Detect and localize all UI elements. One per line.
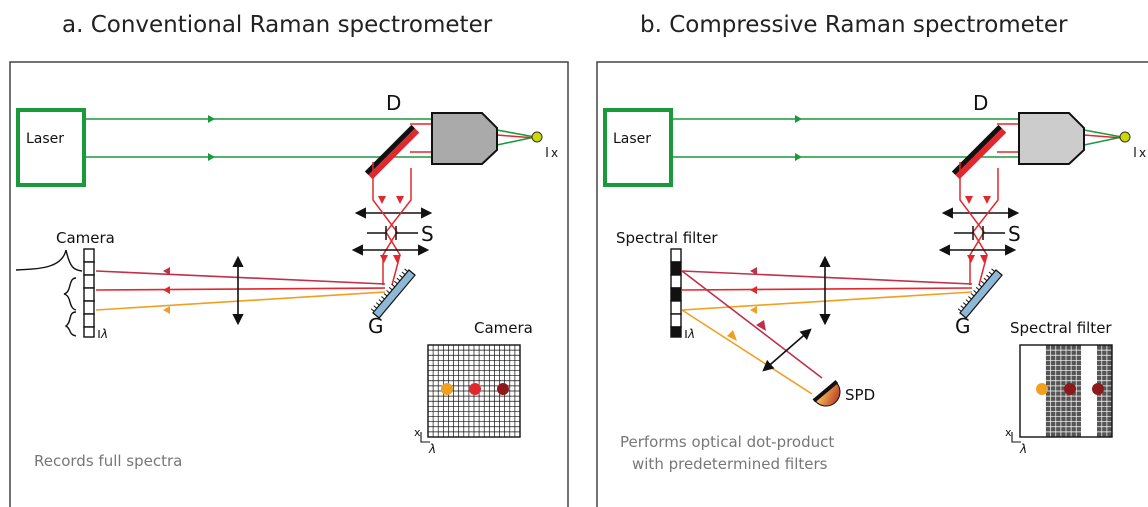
sample-axis-label: x xyxy=(1139,146,1146,160)
grating xyxy=(370,268,416,319)
grating-label: G xyxy=(955,314,971,338)
sample-dot xyxy=(531,131,543,143)
inset-lambda-label: λ xyxy=(428,442,436,456)
panel-a-note: Records full spectra xyxy=(34,452,182,470)
camera-label: Camera xyxy=(56,229,115,247)
laser-beam xyxy=(671,118,1123,158)
beam-arrow xyxy=(396,196,404,204)
spectrum-peak-icon xyxy=(15,249,83,272)
slit xyxy=(367,226,418,240)
inset-label: Camera xyxy=(474,319,533,337)
grid-border xyxy=(427,344,521,438)
beam-arrow xyxy=(967,255,975,263)
objective-lens xyxy=(1018,112,1085,165)
dichroic-label: D xyxy=(386,91,401,115)
wavelength-axis-label: λ xyxy=(687,327,695,341)
beam-arrow xyxy=(378,196,386,204)
laser-box xyxy=(16,108,86,187)
beam-arrow xyxy=(795,115,802,123)
beam-arrow xyxy=(163,286,170,294)
dichroic-label: D xyxy=(973,91,988,115)
inset-x-label: x xyxy=(1005,426,1012,439)
panel-a-title: a. Conventional Raman spectrometer xyxy=(62,12,493,38)
raman-beam xyxy=(410,123,536,153)
dichroic-mirror xyxy=(951,124,1007,180)
inset-label: Spectral filter xyxy=(1010,319,1112,337)
spectral-filter-label: Spectral filter xyxy=(616,229,718,247)
spd-label: SPD xyxy=(845,386,875,404)
laser-label: Laser xyxy=(613,131,651,147)
inset-axes xyxy=(1011,432,1021,443)
raman-beam xyxy=(372,162,412,286)
beam-arrow xyxy=(208,153,215,161)
brace-icon xyxy=(63,277,77,337)
beam-arrow xyxy=(750,267,757,275)
beam-arrow xyxy=(393,255,401,263)
wavelength-axis-label: λ xyxy=(100,327,108,341)
beam-arrow xyxy=(750,286,757,294)
spectral-dot-orange xyxy=(1036,383,1048,395)
spectral-dot-darkred xyxy=(497,383,509,395)
grating xyxy=(957,268,1003,319)
beam-arrow xyxy=(727,330,737,341)
spectral-filter-array xyxy=(670,248,682,338)
beam-arrow xyxy=(208,115,215,123)
spectral-dot-red xyxy=(469,383,481,395)
spectral-dot-darkred xyxy=(1064,383,1076,395)
inset-x-label: x xyxy=(414,426,421,439)
laser-box xyxy=(603,108,673,187)
dispersed-beam xyxy=(95,270,386,311)
dichroic-mirror xyxy=(364,124,420,180)
sample-axis-label: x xyxy=(551,146,558,160)
spectral-dot-orange xyxy=(441,383,453,395)
beam-arrow xyxy=(380,255,388,263)
panel-a: Laser D x xyxy=(9,61,569,507)
panel-b: Laser D x xyxy=(596,61,1148,507)
raman-beam xyxy=(959,162,999,286)
slit-label: S xyxy=(1008,222,1021,246)
grid-border xyxy=(1019,344,1113,438)
inset-lambda-label: λ xyxy=(1019,442,1027,456)
spectral-dot-darkred xyxy=(1092,383,1104,395)
laser-label: Laser xyxy=(26,131,64,147)
beam-arrow xyxy=(965,196,973,204)
panel-b-note-line2: with predetermined filters xyxy=(632,455,828,473)
spectral-filter-grid xyxy=(1019,344,1113,438)
sample-dot xyxy=(1119,131,1131,143)
beam-arrow xyxy=(983,196,991,204)
beam-arrow xyxy=(163,267,170,275)
beam-arrow xyxy=(750,306,757,314)
inset-axes xyxy=(420,432,430,443)
panel-b-title: b. Compressive Raman spectrometer xyxy=(640,12,1068,38)
panel-a-frame xyxy=(9,61,569,507)
lens-4 xyxy=(762,328,812,372)
panel-b-frame xyxy=(596,61,1148,507)
grating-label: G xyxy=(368,314,384,338)
beam-arrow xyxy=(980,255,988,263)
objective-lens xyxy=(431,112,498,165)
panel-b-note-line1: Performs optical dot-product xyxy=(620,433,834,451)
slit xyxy=(954,226,1005,240)
beam-arrow xyxy=(795,153,802,161)
beam-arrow xyxy=(756,320,766,331)
beam-arrow xyxy=(163,306,170,314)
camera-array xyxy=(83,248,95,338)
laser-beam xyxy=(84,118,536,158)
raman-beam xyxy=(997,123,1123,153)
spd-detector-icon xyxy=(812,380,841,407)
slit-label: S xyxy=(421,222,434,246)
